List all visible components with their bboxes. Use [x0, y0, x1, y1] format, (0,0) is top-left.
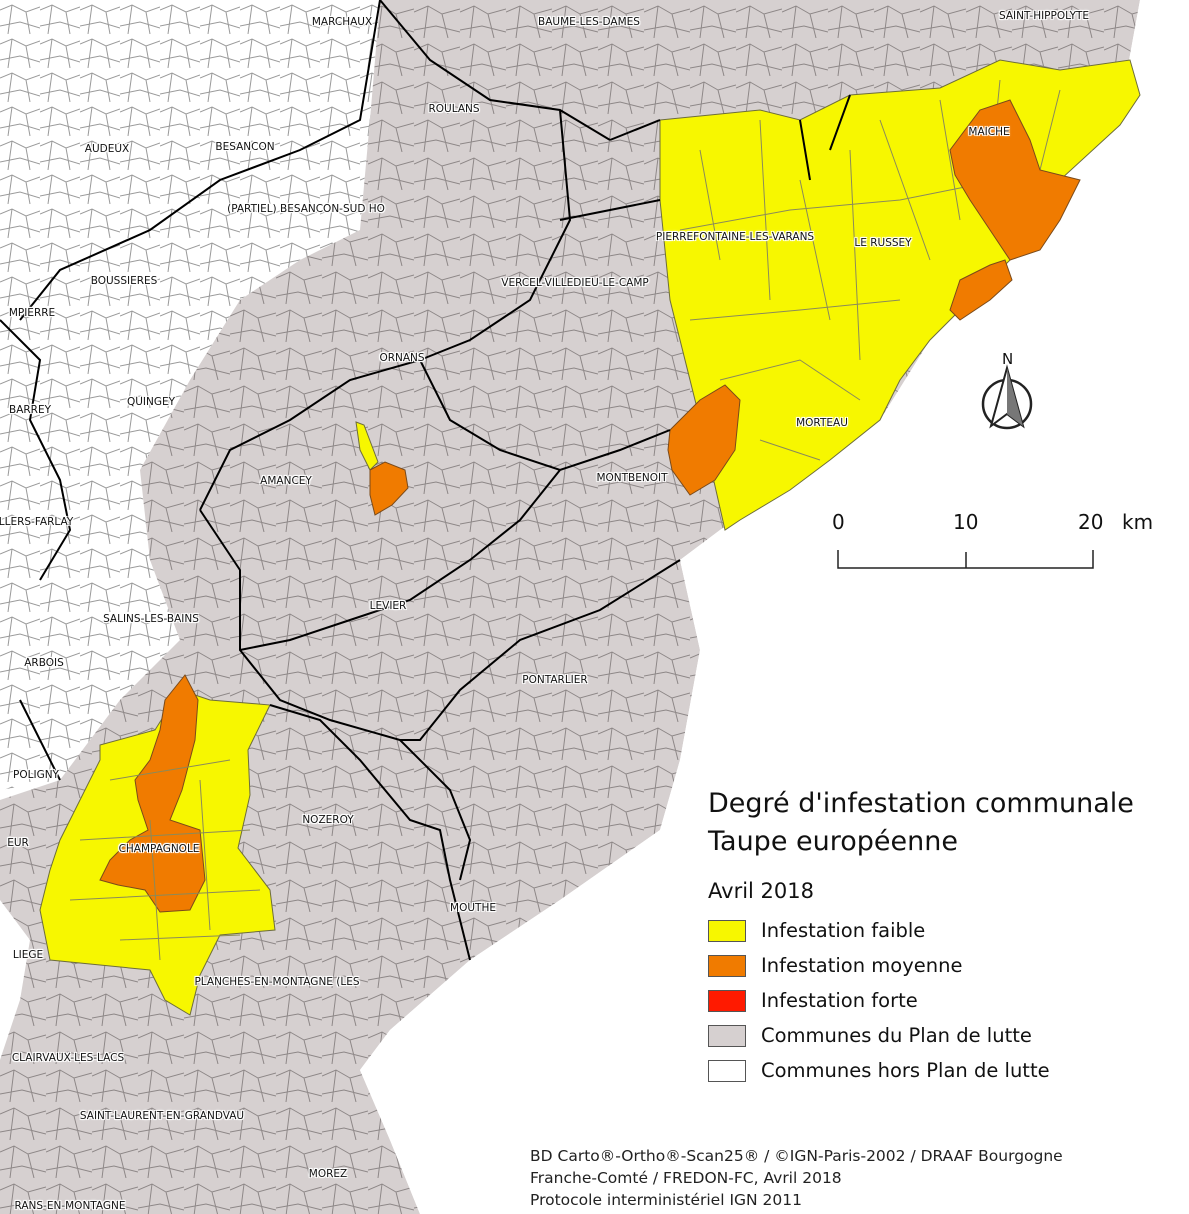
legend-swatch-plan: [708, 1024, 746, 1047]
moyenne-zone-montbenoit: [667, 384, 741, 496]
label-marchaux: MARCHAUX: [311, 15, 373, 28]
credits-line1: BD Carto®-Ortho®-Scan25® / ©IGN-Paris-20…: [530, 1147, 1063, 1165]
moyenne-zone-russey: [949, 259, 1013, 321]
legend-item-moyenne: Infestation moyenne: [708, 948, 1178, 983]
label-llers-farlay: LLERS-FARLAY: [0, 515, 74, 528]
label-morteau: MORTEAU: [796, 416, 848, 429]
label-nozeroy: NOZEROY: [302, 813, 354, 826]
label-barrey: BARREY: [8, 403, 52, 416]
label-champagnole: CHAMPAGNOLE: [118, 842, 200, 855]
label-montbenoit: MONTBENOIT: [596, 471, 668, 484]
legend-item-forte: Infestation forte: [708, 983, 1178, 1018]
legend-label: Communes du Plan de lutte: [761, 1024, 1032, 1047]
label-le-russey: LE RUSSEY: [854, 236, 912, 249]
faible-zone-amancey: [355, 421, 379, 471]
legend-item-plan: Communes du Plan de lutte: [708, 1018, 1178, 1053]
legend-label: Infestation moyenne: [761, 954, 963, 977]
champagnole-communes: [69, 759, 261, 961]
legend-swatch-moyenne: [708, 954, 746, 977]
label-quingey: QUINGEY: [126, 395, 176, 408]
label-roulans: ROULANS: [428, 102, 480, 115]
label-boussieres: BOUSSIERES: [90, 274, 158, 287]
label-poligny: POLIGNY: [13, 768, 59, 781]
label-eur: EUR: [7, 836, 29, 849]
label-mpierre: MPIERRE: [8, 306, 56, 319]
scale-bar: 0 10 20 km: [820, 510, 1160, 580]
hors-plan-communes: [0, 0, 380, 790]
label-amancey: AMANCEY: [260, 474, 312, 487]
label-saint-laurent: SAINT-LAURENT-EN-GRANDVAU: [79, 1109, 245, 1122]
label-planches: PLANCHES-EN-MONTAGNE (LES: [194, 975, 360, 988]
label-pierrefontaine: PIERREFONTAINE-LES-VARANS: [655, 230, 815, 243]
legend-swatch-faible: [708, 919, 746, 942]
label-liege: LIEGE: [12, 948, 44, 961]
label-rans: RANS-EN-MONTAGNE: [14, 1199, 126, 1212]
label-audeux: AUDEUX: [84, 142, 130, 155]
label-pontarlier: PONTARLIER: [522, 673, 588, 686]
label-arbois: ARBOIS: [24, 656, 64, 669]
label-besancon-sud: (PARTIEL) BESANCON-SUD HO: [227, 202, 385, 215]
legend: Degré d'infestation communale Taupe euro…: [708, 785, 1178, 1088]
legend-label: Communes hors Plan de lutte: [761, 1059, 1050, 1082]
moyenne-zone-amancey: [369, 461, 409, 516]
scale-tick-0: 0: [832, 510, 845, 534]
label-saint-hippolyte: SAINT-HIPPOLYTE: [998, 9, 1090, 22]
north-arrow-icon: [981, 364, 1033, 430]
label-maiche: MAICHE: [968, 125, 1010, 138]
north-letter: N: [1002, 350, 1014, 368]
label-salins: SALINS-LES-BAINS: [103, 612, 199, 625]
scale-tick-10: 10: [953, 510, 979, 534]
scale-line: [837, 550, 1094, 569]
label-vercel: VERCEL-VILLEDIEU-LE-CAMP: [501, 276, 649, 289]
label-baume-les-dames: BAUME-LES-DAMES: [538, 15, 640, 28]
credits-line2: Franche-Comté / FREDON-FC, Avril 2018: [530, 1169, 842, 1187]
legend-date: Avril 2018: [708, 879, 814, 903]
scale-tick-20: 20: [1078, 510, 1104, 534]
label-mouthe: MOUTHE: [450, 901, 496, 914]
label-ornans: ORNANS: [379, 351, 425, 364]
legend-item-faible: Infestation faible: [708, 913, 1178, 948]
label-besancon: BESANCON: [215, 140, 275, 153]
legend-item-hors-plan: Communes hors Plan de lutte: [708, 1053, 1178, 1088]
moyenne-zone-maiche: [949, 99, 1081, 261]
label-clairvaux: CLAIRVAUX-LES-LACS: [11, 1051, 125, 1064]
legend-title-line2: Taupe européenne: [708, 826, 958, 857]
canton-borders: [0, 0, 851, 961]
legend-title-line1: Degré d'infestation communale: [708, 788, 1134, 819]
label-levier: LEVIER: [369, 599, 407, 612]
legend-swatch-hors-plan: [708, 1059, 746, 1082]
credits-line3: Protocole interministériel IGN 2011: [530, 1191, 802, 1209]
label-morez: MOREZ: [308, 1167, 348, 1180]
legend-label: Infestation faible: [761, 919, 926, 942]
scale-unit: km: [1122, 510, 1154, 534]
legend-label: Infestation forte: [761, 989, 918, 1012]
credits: BD Carto®-Ortho®-Scan25® / ©IGN-Paris-20…: [530, 1145, 1185, 1211]
legend-swatch-forte: [708, 989, 746, 1012]
moyenne-zone-champagnole: [99, 674, 206, 913]
